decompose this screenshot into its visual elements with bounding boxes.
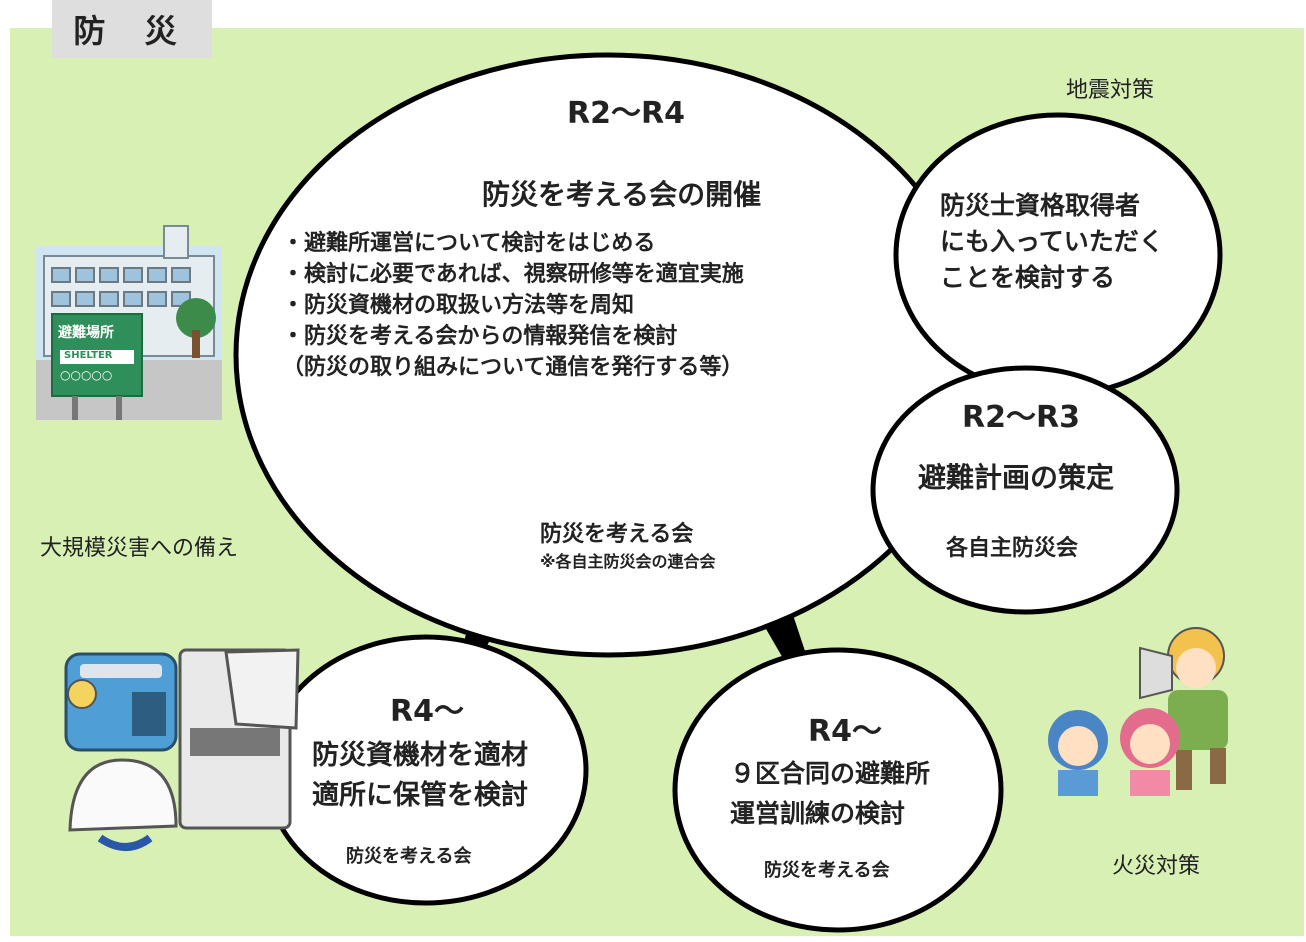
drill-line: 運営訓練の検討 [730, 799, 906, 828]
shelter-sign-en: SHELTER [64, 350, 113, 361]
drill-line: ９区合同の避難所 [730, 759, 931, 788]
earthquake-label: 地震対策 [1066, 78, 1155, 103]
main-item: ・検討に必要であれば、視察研修等を適宜実施 [282, 262, 744, 287]
large-disaster-label: 大規模災害への備え [40, 536, 239, 561]
storage-text: 防災資機材を適材 適所に保管を検討 [312, 736, 528, 816]
evac-plan-period: R2～R3 [962, 400, 1080, 435]
fire-drill-illustration [1048, 627, 1228, 796]
main-org-note: ※各自主防災会の連合会 [540, 552, 716, 571]
drill-text: ９区合同の避難所 運営訓練の検討 [730, 754, 930, 834]
drill-circle [672, 647, 1004, 933]
main-item: （防災の取り組みについて通信を発行する等） [282, 355, 744, 380]
main-item: ・防災資機材の取扱い方法等を周知 [282, 293, 635, 318]
main-item: ・避難所運営について検討をはじめる [282, 231, 656, 256]
storage-line: 防災資機材を適材 [312, 740, 528, 771]
qualified-text: 防災士資格取得者 にも入っていただく ことを検討する [940, 188, 1164, 296]
shelter-sign-text: 避難場所 [58, 325, 114, 341]
qualified-line: 防災士資格取得者 [940, 191, 1141, 220]
evac-plan-circle [870, 365, 1180, 615]
storage-line: 適所に保管を検討 [312, 780, 528, 811]
page-title: 防 災 [52, 0, 212, 58]
drill-org: 防災を考える会 [764, 860, 890, 881]
shelter-sign-number: ○○○○○ [60, 368, 113, 382]
fire-label: 火災対策 [1112, 854, 1201, 879]
qualified-line: にも入っていただく [940, 227, 1164, 256]
main-items-list: ・避難所運営について検討をはじめる ・検討に必要であれば、視察研修等を適宜実施 … [282, 228, 744, 383]
storage-period: R4～ [390, 694, 464, 729]
main-item: ・防災を考える会からの情報発信を検討 [282, 324, 678, 349]
evac-plan-heading: 避難計画の策定 [918, 461, 1115, 494]
drill-period: R4～ [808, 714, 882, 749]
emergency-goods-illustration [64, 648, 300, 851]
storage-org: 防災を考える会 [346, 846, 472, 867]
main-org: 防災を考える会 [540, 522, 694, 547]
evac-plan-org: 各自主防災会 [946, 536, 1079, 561]
main-period: R2～R4 [567, 96, 685, 131]
shelter-building-illustration [36, 225, 222, 420]
qualified-line: ことを検討する [940, 263, 1116, 292]
main-heading: 防災を考える会の開催 [482, 178, 762, 211]
